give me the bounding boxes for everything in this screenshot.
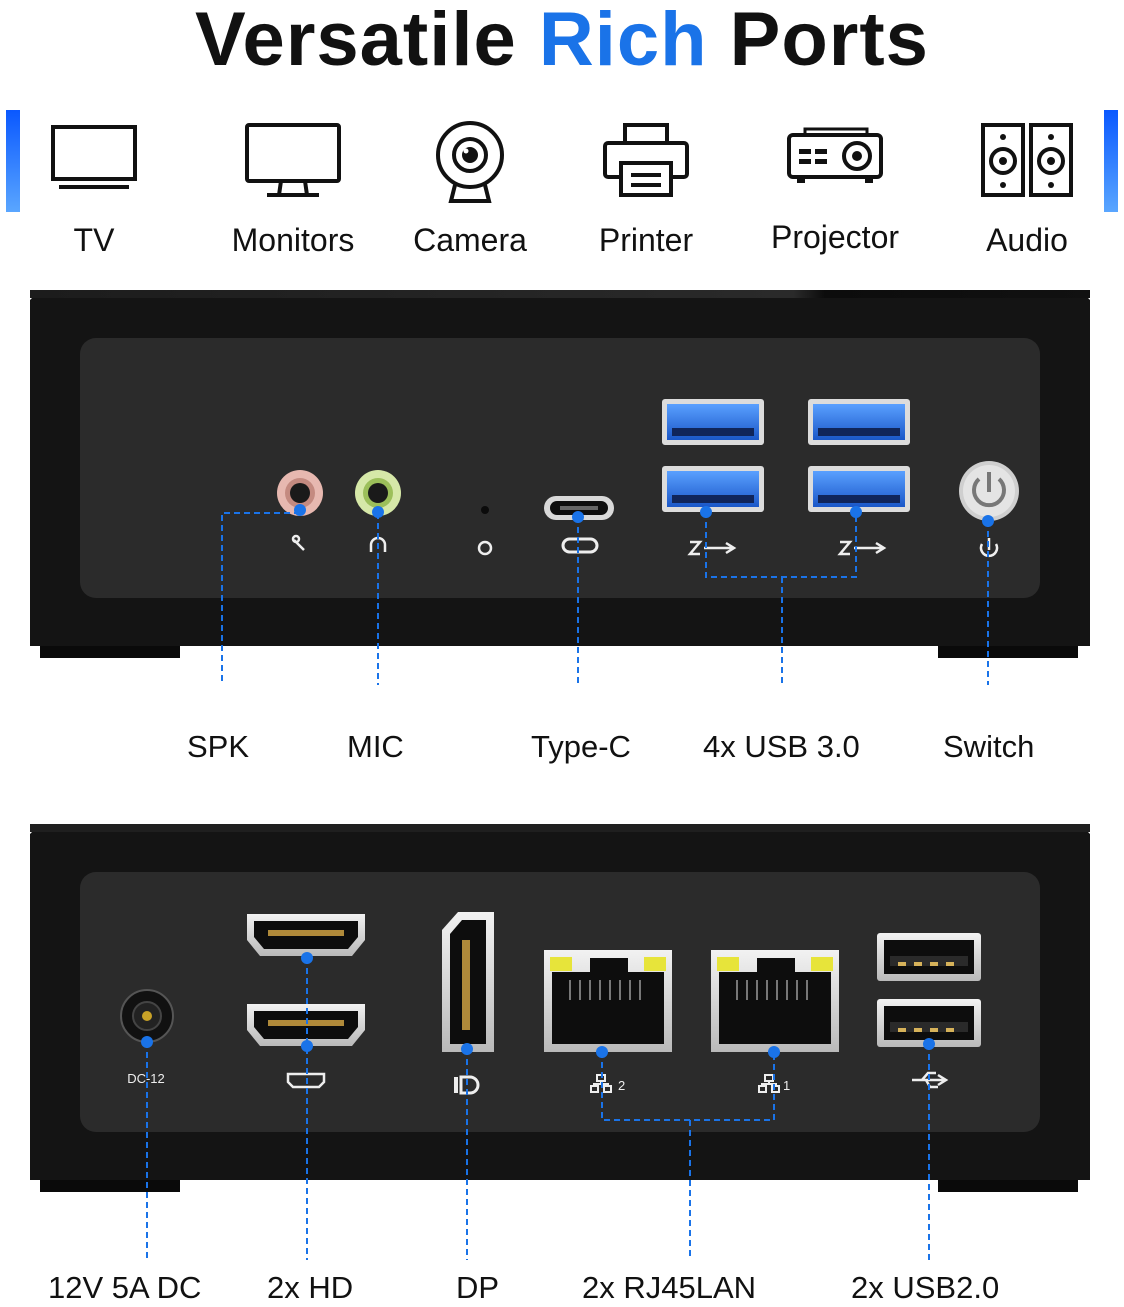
front-inner-panel	[80, 338, 1040, 598]
device-label: Printer	[598, 222, 694, 258]
front-panel	[30, 290, 1090, 685]
label-switch: Switch	[943, 729, 1035, 764]
usb3-port-4[interactable]	[808, 466, 910, 512]
displayport-icon	[454, 1075, 480, 1095]
right-accent-bar	[1104, 110, 1118, 212]
usb2-port-1[interactable]	[877, 933, 981, 981]
printer-icon	[603, 123, 689, 197]
displayport-port[interactable]	[442, 912, 494, 1052]
left-accent-bar	[6, 110, 20, 212]
rear-callout-dots	[141, 952, 935, 1058]
rear-foot-right	[938, 1180, 1078, 1192]
rj45-port-1[interactable]	[711, 950, 839, 1052]
device-label: Monitors	[231, 222, 355, 258]
label-dp: DP	[456, 1270, 500, 1305]
title-part-2: Ports	[707, 0, 929, 82]
hdmi-icon	[286, 1072, 326, 1089]
lan-number-2: 2	[618, 1078, 625, 1093]
usb3-port-1[interactable]	[662, 399, 764, 445]
usb-superspeed-icon	[687, 540, 737, 556]
speakers-icon	[981, 123, 1073, 197]
device-label: Camera	[413, 222, 527, 258]
rear-callout-lines	[146, 958, 930, 1260]
label-spk: SPK	[187, 729, 250, 764]
device-label: Projector	[770, 219, 900, 255]
device-printer: Printer	[566, 115, 726, 258]
device-monitors: Monitors	[213, 115, 373, 258]
rear-panel: DC-12 2	[30, 824, 1090, 1260]
front-callout-lines	[221, 512, 989, 685]
dc-power-jack[interactable]	[120, 989, 174, 1043]
device-label: TV	[73, 222, 115, 258]
label-type-c: Type-C	[531, 729, 631, 764]
device-audio: Audio	[947, 115, 1107, 258]
front-foot-left	[40, 646, 180, 658]
label-usb3: 4x USB 3.0	[703, 729, 860, 764]
rear-foot-left	[40, 1180, 180, 1192]
mic-jack[interactable]	[355, 470, 401, 516]
label-hd: 2x HD	[267, 1270, 354, 1305]
dc-port-text: DC-12	[127, 1071, 165, 1086]
label-lan: 2x RJ45LAN	[582, 1270, 757, 1305]
type-c-icon	[561, 537, 599, 554]
label-dc: 12V 5A DC	[48, 1270, 202, 1305]
label-mic: MIC	[347, 729, 404, 764]
page-title: Versatile Rich Ports	[0, 0, 1124, 80]
device-projector: Projector	[755, 115, 915, 255]
hdmi-port-1[interactable]	[247, 914, 365, 956]
usb-superspeed-icon	[837, 540, 887, 556]
speaker-port-icon	[291, 534, 305, 551]
monitor-icon	[245, 123, 341, 197]
front-callout-dots	[294, 504, 994, 527]
lan-number-1: 1	[783, 1078, 790, 1093]
device-tv: TV	[14, 115, 174, 258]
usb3-port-2[interactable]	[808, 399, 910, 445]
front-foot-right	[938, 646, 1078, 658]
title-accent: Rich	[538, 0, 708, 82]
reset-icon	[477, 540, 493, 556]
type-c-port[interactable]	[544, 496, 614, 520]
label-usb2: 2x USB2.0	[851, 1270, 1000, 1305]
speaker-jack[interactable]	[277, 470, 323, 516]
network-icon	[758, 1074, 780, 1093]
webcam-icon	[436, 121, 504, 203]
tv-icon	[51, 125, 137, 189]
device-label: Audio	[986, 222, 1068, 258]
projector-icon	[787, 127, 883, 183]
usb3-port-3[interactable]	[662, 466, 764, 512]
usb2-port-2[interactable]	[877, 999, 981, 1047]
title-part-1: Versatile	[195, 0, 539, 82]
power-button[interactable]	[959, 461, 1019, 521]
reset-pinhole[interactable]	[481, 506, 489, 514]
device-camera: Camera	[390, 115, 550, 258]
rj45-port-2[interactable]	[544, 950, 672, 1052]
